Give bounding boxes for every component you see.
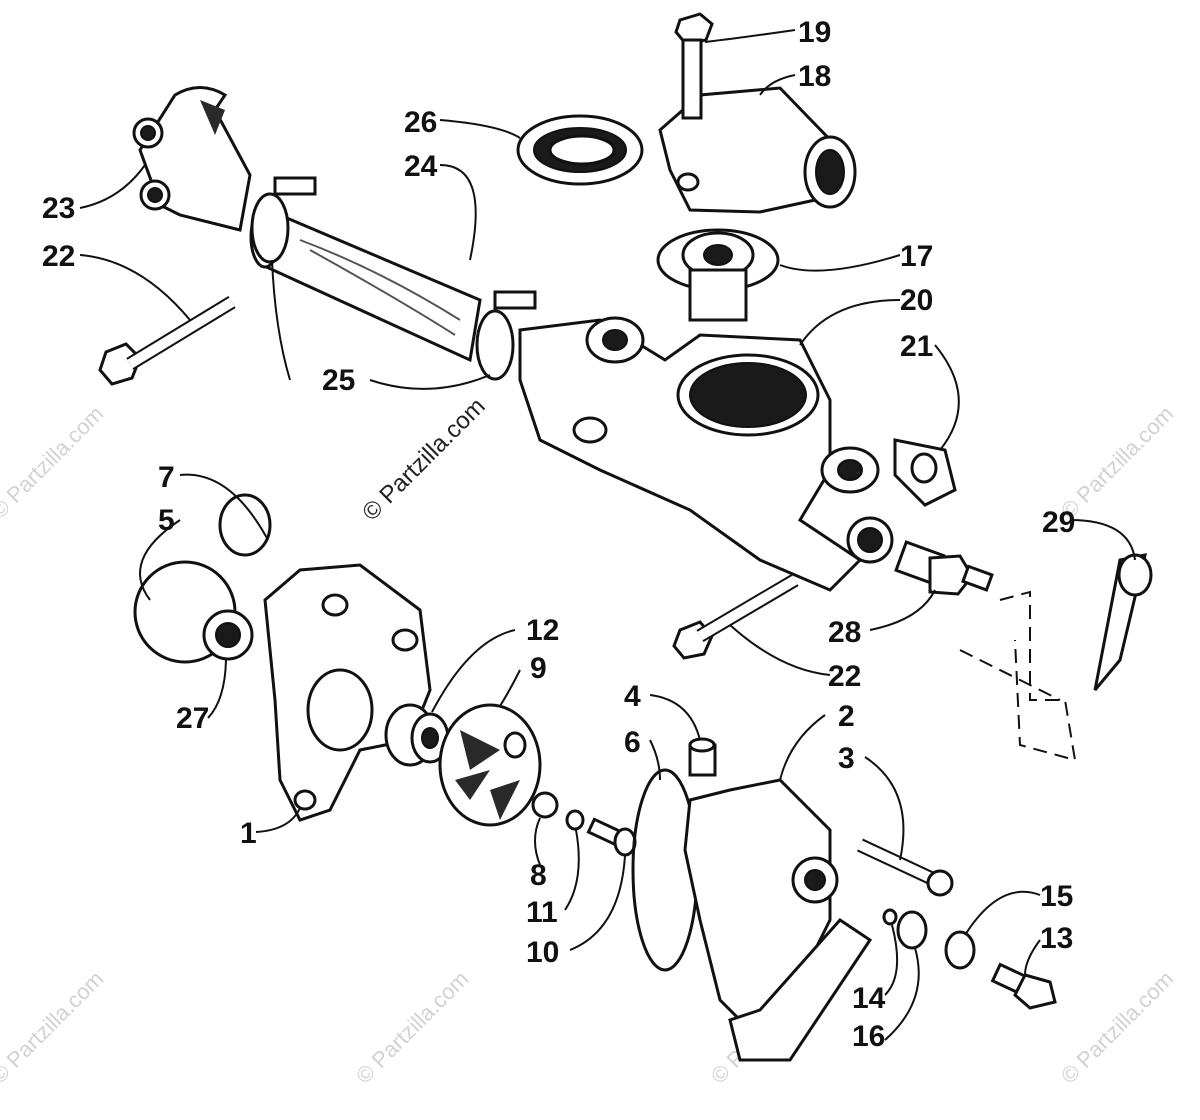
- part-11-washer: [565, 809, 585, 831]
- part-22-bolt-lower: [672, 573, 799, 660]
- callout-14: 14: [852, 982, 886, 1015]
- part-12-seal: [384, 703, 450, 767]
- callout-4: 4: [624, 680, 641, 713]
- part-14-o-ring: [882, 908, 898, 926]
- callout-25: 25: [322, 364, 355, 397]
- callout-24: 24: [404, 150, 438, 183]
- leader-lines: [79, 29, 1136, 1041]
- callout-18: 18: [798, 60, 831, 93]
- callout-15: 15: [1040, 880, 1073, 913]
- part-7-o-ring: [218, 493, 272, 557]
- callout-21: 21: [900, 330, 933, 363]
- part-26-seal-ring: [516, 114, 644, 186]
- callout-1: 1: [240, 817, 257, 850]
- callout-23: 23: [42, 192, 75, 225]
- callout-labels: 1 2 3 4 5 6 7 8 9 10 11 12 13 14 15 16 1…: [42, 16, 1075, 1053]
- part-22-bolt-left: [98, 296, 236, 386]
- part-16-washer: [896, 910, 928, 950]
- callout-6: 6: [624, 726, 641, 759]
- callout-7: 7: [158, 461, 175, 494]
- part-20-main-housing: [518, 316, 894, 592]
- part-29-connector: [1093, 553, 1153, 691]
- callout-11: 11: [526, 896, 558, 929]
- part-25-hose-clamps: [250, 176, 537, 381]
- watermark-faint: © Partzilla.com: [1056, 966, 1179, 1089]
- callout-17: 17: [900, 240, 933, 273]
- part-18-thermostat-cover: [658, 86, 857, 214]
- callout-9: 9: [530, 652, 547, 685]
- callout-19: 19: [798, 16, 831, 49]
- watermark-faint: © Partzilla.com: [0, 401, 108, 524]
- callout-8: 8: [530, 859, 547, 892]
- callout-10: 10: [526, 936, 559, 969]
- part-2-pump-cover: [683, 778, 873, 1062]
- part-19-bolt-top: [674, 12, 714, 120]
- callout-13: 13: [1040, 922, 1073, 955]
- part-21-gasket: [893, 438, 957, 507]
- part-3-bolt: [857, 838, 954, 897]
- part-8-washer: [531, 791, 559, 819]
- part-1-pump-housing: [263, 563, 432, 822]
- callout-22-left: 22: [42, 240, 75, 273]
- callout-27: 27: [176, 702, 209, 735]
- part-6-o-ring: [631, 768, 699, 972]
- watermark-main: © Partzilla.com: [357, 393, 490, 526]
- callout-29: 29: [1042, 506, 1075, 539]
- part-13-drain-screw: [990, 962, 1057, 1010]
- callout-3: 3: [838, 742, 855, 775]
- part-15-washer: [944, 930, 976, 970]
- callout-5: 5: [158, 504, 175, 537]
- watermark-faint: © Partzilla.com: [351, 966, 474, 1089]
- callout-28: 28: [828, 616, 861, 649]
- part-28-temp-sensor: [894, 540, 994, 596]
- part-23-housing-bracket: [132, 86, 252, 232]
- callout-16: 16: [852, 1020, 885, 1053]
- part-27-bearing: [202, 609, 254, 661]
- watermark-faint: © Partzilla.com: [0, 966, 108, 1089]
- part-10-screw: [586, 817, 637, 857]
- callout-26: 26: [404, 106, 437, 139]
- part-17-thermostat: [656, 228, 780, 322]
- callout-20: 20: [900, 284, 933, 317]
- callout-2: 2: [838, 700, 855, 733]
- part-9-impeller: [438, 703, 542, 827]
- part-4-pin: [688, 737, 717, 777]
- callout-12: 12: [526, 614, 559, 647]
- callout-22-lower: 22: [828, 660, 861, 693]
